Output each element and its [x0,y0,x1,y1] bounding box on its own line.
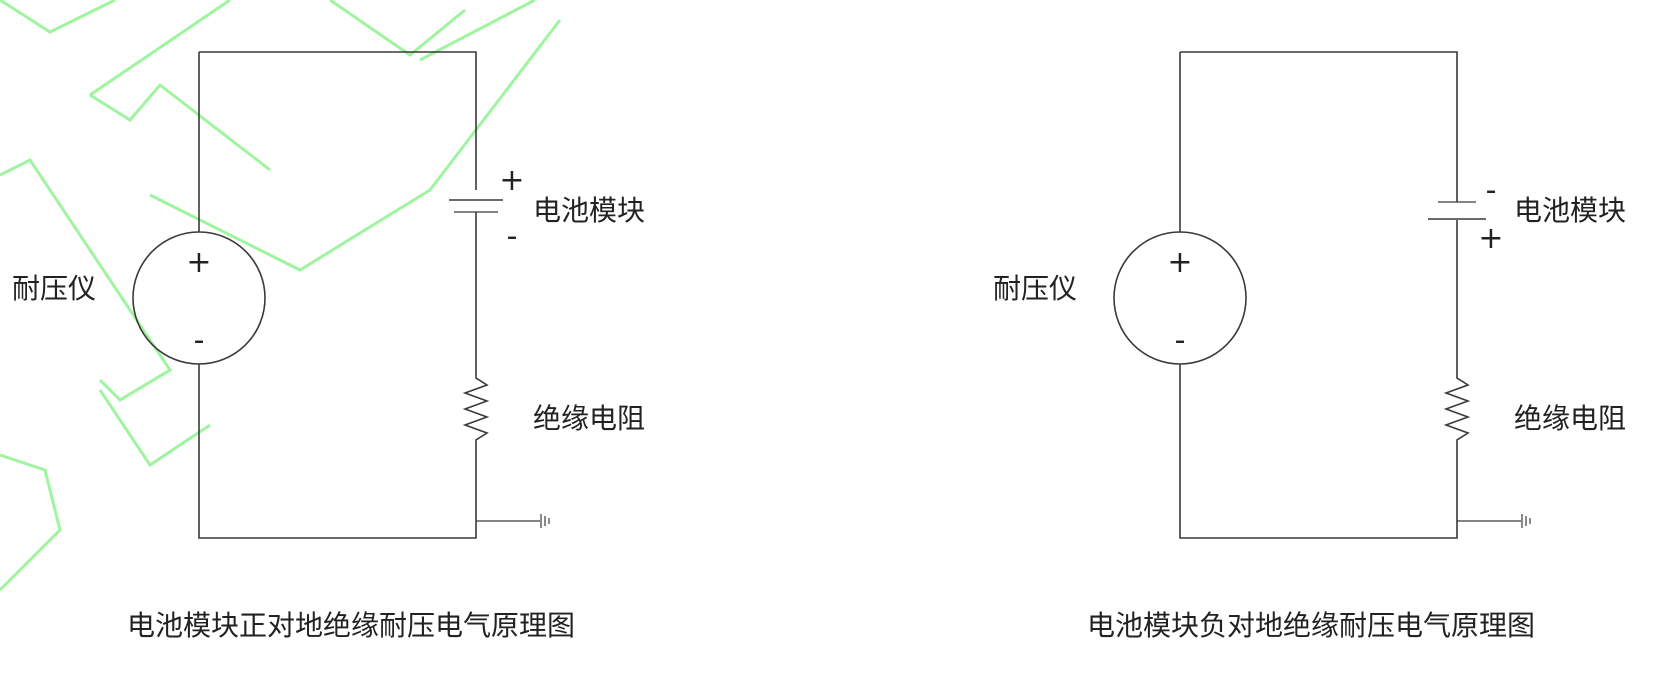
resistor-zigzag [462,368,490,448]
circuit-negative-to-ground: + - - + 耐压仪 电池模块 绝缘电阻 电池模块负对地绝缘耐压电气原理图 [993,51,1626,642]
loop-wire [1179,51,1458,539]
resistor-label: 绝缘电阻 [1514,402,1626,435]
resistor-zigzag [1443,368,1471,448]
meter-plus-sign: + [186,245,211,280]
battery-top-sign: + [499,163,524,198]
meter-minus-sign: - [194,323,205,358]
diagram-caption: 电池模块负对地绝缘耐压电气原理图 [1087,609,1535,642]
resistor-label: 绝缘电阻 [533,402,645,435]
ground-symbol [476,514,550,528]
meter-plus-sign: + [1167,245,1192,280]
meter-minus-sign: - [1175,323,1186,358]
loop-wire [198,51,477,539]
battery-label: 电池模块 [533,194,645,227]
meter-circle [1113,231,1247,365]
meter-label: 耐压仪 [12,272,96,305]
battery-label: 电池模块 [1514,194,1626,227]
circuit-positive-to-ground: + - + - 耐压仪 电池模块 绝缘电阻 电池模块正对地绝缘耐压电气原理图 [12,51,645,642]
ground-symbol [1457,514,1531,528]
meter-label: 耐压仪 [993,272,1077,305]
watermark [0,0,562,592]
diagram-caption: 电池模块正对地绝缘耐压电气原理图 [127,609,575,642]
battery-top-sign: - [1486,173,1497,208]
meter-circle [132,231,266,365]
battery-bottom-sign: + [1478,221,1503,256]
battery-bottom-sign: - [507,219,518,254]
